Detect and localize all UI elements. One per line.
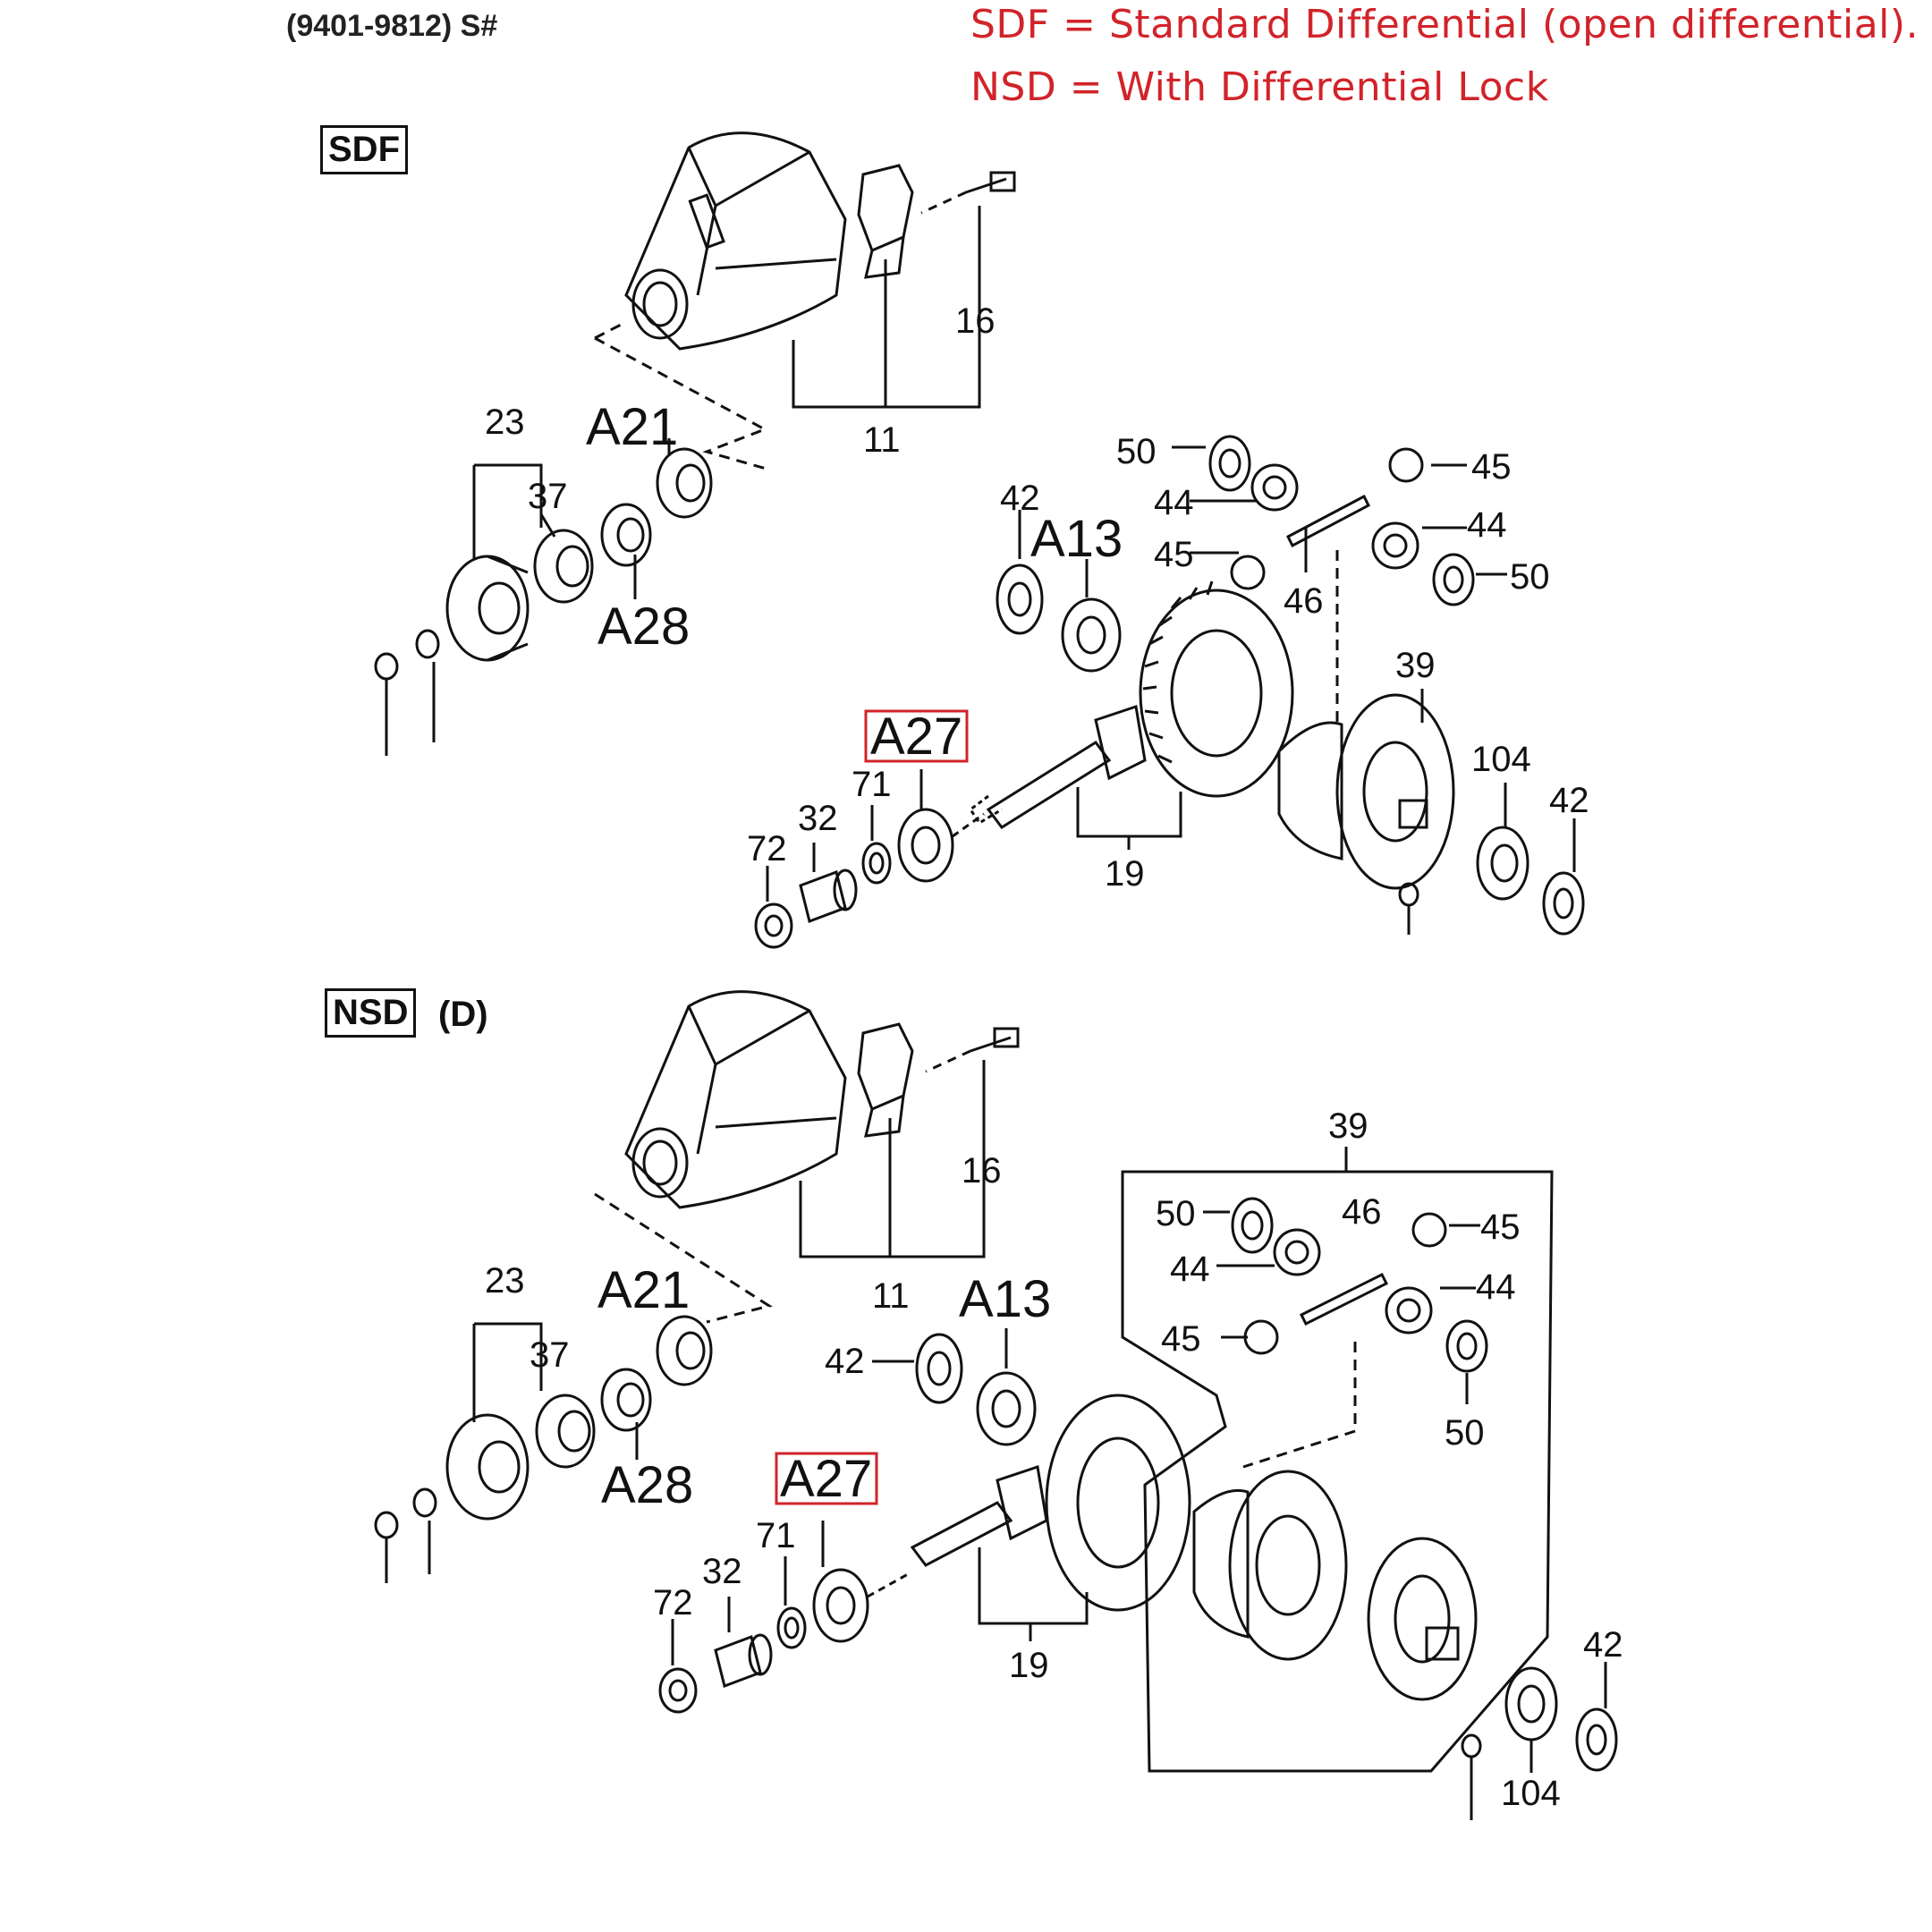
- shim-71-nsd: [776, 1606, 807, 1649]
- seal-72-nsd: [658, 1667, 698, 1714]
- callout-37-nsd: 37: [530, 1335, 570, 1375]
- shim-71-sdf: [861, 842, 892, 885]
- callout-42b-sdf: 42: [1549, 781, 1589, 820]
- carrier-housing-nsd: [624, 990, 847, 1209]
- highlight-box-a27-nsd: [775, 1452, 878, 1505]
- diff-case-sdf: [1277, 693, 1455, 890]
- highlight-box-a27-sdf: [864, 709, 969, 763]
- callout-a21-nsd: A21: [597, 1261, 690, 1319]
- callout-a21-sdf: A21: [586, 398, 678, 456]
- bearing-cap-nsd: [857, 1022, 914, 1138]
- washer-42-right-nsd: [1575, 1707, 1618, 1772]
- bolt-sdf: [920, 171, 1016, 215]
- oil-seal-37-sdf: [533, 529, 594, 604]
- callout-42a-sdf: 42: [1000, 479, 1040, 518]
- callout-a13-nsd: A13: [959, 1270, 1051, 1328]
- callout-50b-sdf: 50: [1510, 557, 1550, 597]
- companion-flange-sdf: [374, 555, 530, 756]
- callout-16-nsd: 16: [962, 1151, 1002, 1191]
- callout-44a-nsd: 44: [1170, 1250, 1210, 1289]
- bearing-104-nsd: [1504, 1666, 1558, 1741]
- callout-32-sdf: 32: [798, 799, 838, 838]
- ring-gear-sdf: [1139, 580, 1294, 798]
- bearing-a21-nsd: [656, 1315, 713, 1386]
- callout-71-nsd: 71: [756, 1516, 796, 1555]
- pinion-shaft-sdf: [968, 705, 1147, 830]
- note-nsd: NSD = With Differential Lock: [970, 64, 1549, 110]
- callout-a28-sdf: A28: [597, 597, 690, 656]
- callout-104-sdf: 104: [1471, 740, 1531, 779]
- bearing-a21-sdf: [656, 447, 713, 519]
- callout-50a-sdf: 50: [1116, 432, 1157, 471]
- callout-16-sdf: 16: [955, 301, 996, 341]
- callout-44a-sdf: 44: [1154, 483, 1194, 522]
- bearing-cap-sdf: [857, 164, 914, 279]
- companion-flange-nsd: [374, 1413, 530, 1583]
- bearing-a27-nsd: [812, 1568, 869, 1643]
- callout-45b-sdf: 45: [1471, 447, 1512, 487]
- callout-72-sdf: 72: [747, 829, 787, 869]
- bracket-11-nsd: [799, 1181, 986, 1258]
- callout-a28-nsd: A28: [601, 1456, 693, 1514]
- bearing-a28-nsd: [600, 1368, 652, 1432]
- callout-104-nsd: 104: [1501, 1774, 1561, 1813]
- bolt-nsd: [925, 1027, 1020, 1073]
- seal-72-sdf: [754, 902, 793, 949]
- callout-45b-nsd: 45: [1161, 1319, 1201, 1359]
- callout-a13-sdf: A13: [1030, 510, 1123, 568]
- catalog-code: (9401-9812) S#: [286, 9, 498, 43]
- washer-42-right-sdf: [1542, 871, 1585, 936]
- callout-19-sdf: 19: [1105, 854, 1145, 894]
- callout-a27-nsd: A27: [780, 1450, 872, 1508]
- callout-46-nsd: 46: [1342, 1192, 1382, 1232]
- lock-flange-nsd: [1367, 1537, 1478, 1701]
- spacer-32-nsd: [714, 1633, 773, 1688]
- callout-50b-nsd: 50: [1445, 1413, 1485, 1453]
- callout-44b-sdf: 44: [1467, 505, 1507, 545]
- callout-42b-nsd: 42: [1583, 1625, 1623, 1665]
- callout-37-sdf: 37: [528, 477, 568, 516]
- callout-42a-nsd: 42: [825, 1342, 865, 1381]
- callout-71-sdf: 71: [852, 765, 892, 804]
- callout-45a-nsd: 45: [1480, 1208, 1521, 1247]
- note-sdf: SDF = Standard Differential (open differ…: [970, 2, 1919, 47]
- callout-a27-sdf: A27: [870, 708, 962, 766]
- callout-39-sdf: 39: [1395, 646, 1436, 685]
- spacer-32-sdf: [799, 869, 858, 923]
- callout-50a-nsd: 50: [1156, 1194, 1196, 1233]
- diff-case-group-outline: [1121, 1170, 1554, 1773]
- section-sub-nsd: (D): [438, 995, 488, 1034]
- callout-11-nsd: 11: [872, 1276, 910, 1316]
- callout-44b-nsd: 44: [1476, 1267, 1516, 1307]
- bearing-104-sdf: [1476, 826, 1530, 901]
- callout-11-sdf: 11: [863, 420, 901, 460]
- ring-gear-nsd: [1045, 1394, 1191, 1612]
- callout-45a-sdf: 45: [1154, 535, 1194, 574]
- oil-seal-37-nsd: [535, 1394, 596, 1469]
- pinion-gears-nsd: [915, 1197, 1488, 1469]
- callout-23-sdf: 23: [485, 402, 525, 442]
- bearing-a27-sdf: [897, 808, 954, 883]
- section-label-nsd: NSD: [325, 988, 417, 1038]
- callout-39-nsd: 39: [1328, 1106, 1368, 1146]
- diff-case-nsd: [1192, 1470, 1348, 1661]
- callout-32-nsd: 32: [702, 1552, 742, 1591]
- carrier-housing-sdf: [624, 131, 847, 351]
- callout-46-sdf: 46: [1284, 581, 1324, 621]
- callout-23-nsd: 23: [485, 1261, 525, 1301]
- pinion-gears-sdf: [996, 435, 1475, 724]
- callout-19-nsd: 19: [1009, 1646, 1049, 1685]
- bearing-a28-sdf: [600, 503, 652, 567]
- callout-72-nsd: 72: [653, 1583, 693, 1623]
- section-label-sdf: SDF: [320, 125, 408, 174]
